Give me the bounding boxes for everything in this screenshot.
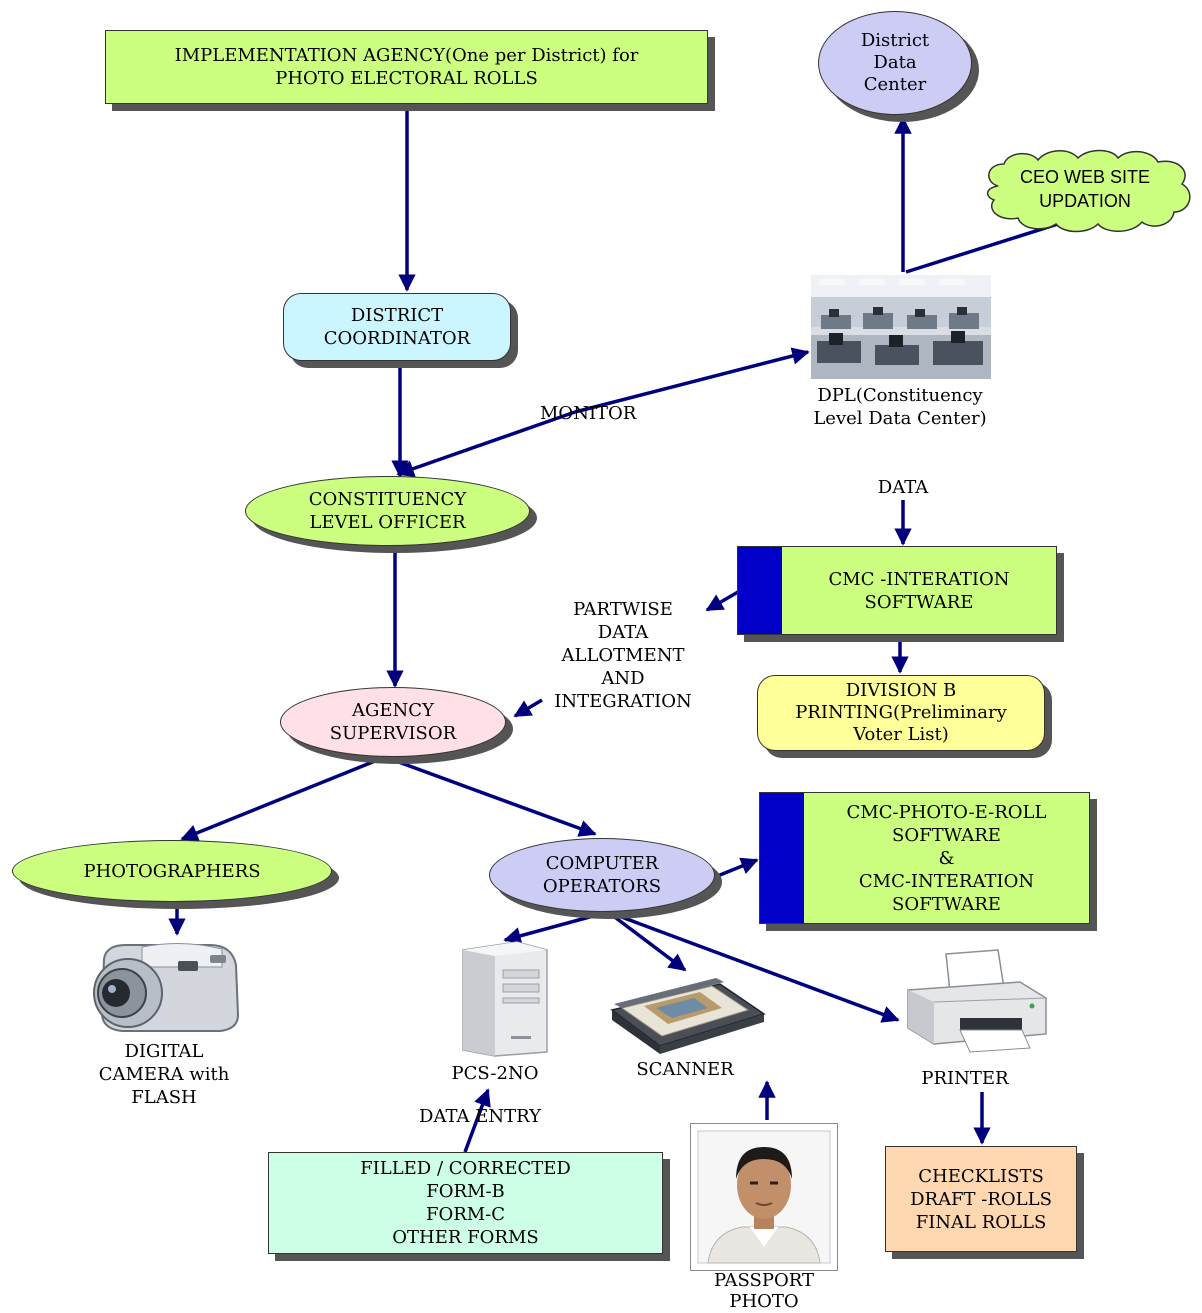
forms-box: FILLED / CORRECTED FORM-B FORM-C OTHER F… — [268, 1152, 663, 1254]
node-label: LEVEL OFFICER — [309, 512, 466, 533]
node-label: SOFTWARE — [864, 591, 974, 613]
photographers-ellipse: PHOTOGRAPHERS — [12, 840, 332, 902]
node-label: DIGITAL — [124, 1041, 204, 1062]
cmc-interation-box: CMC -INTERATION SOFTWARE — [737, 546, 1057, 635]
arrow-supervisor-to-operators — [384, 755, 597, 837]
arrow-monitor-to-officer — [396, 410, 576, 478]
arrow-monitor-to-dpl — [574, 347, 810, 414]
node-label: IMPLEMENTATION AGENCY(One per District) … — [174, 45, 639, 66]
arrow-operators-to-cmc-photo — [714, 857, 759, 879]
implementation-agency-box: IMPLEMENTATION AGENCY(One per District) … — [105, 30, 708, 104]
pc-tower-icon — [462, 941, 548, 1057]
arrow-operators-to-pcs — [503, 910, 609, 945]
digital-camera-icon — [93, 942, 240, 1032]
node-label: CMC-INTERATION — [858, 870, 1035, 892]
agency-supervisor-ellipse: AGENCY SUPERVISOR — [280, 687, 506, 757]
constituency-officer-ellipse: CONSTITUENCY LEVEL OFFICER — [245, 476, 530, 546]
node-label: Center — [863, 74, 927, 95]
label-line: AND — [601, 668, 645, 689]
label-line: INTEGRATION — [554, 691, 692, 712]
passport-photo-label: PASSPORT PHOTO — [690, 1270, 838, 1312]
passport-photo-image — [690, 1123, 838, 1271]
label-line: ALLOTMENT — [561, 645, 685, 666]
node-label: OPERATORS — [542, 876, 662, 897]
node-label: Voter List) — [853, 724, 949, 745]
node-label: FLASH — [131, 1087, 197, 1108]
node-label: CMC-PHOTO-E-ROLL — [846, 801, 1047, 823]
label-line: DATA — [597, 622, 649, 643]
node-label: SUPERVISOR — [329, 723, 457, 744]
node-label: CEO WEB SITE — [1019, 167, 1151, 187]
node-label: CONSTITUENCY — [308, 489, 467, 510]
node-label: FINAL ROLLS — [915, 1211, 1047, 1233]
arrow-cmc-to-partwise — [705, 590, 739, 612]
node-label: DISTRICT — [350, 305, 444, 326]
digital-camera-label: DIGITAL CAMERA with FLASH — [74, 1040, 254, 1109]
node-label: CHECKLISTS — [918, 1165, 1044, 1187]
node-label: PASSPORT — [714, 1270, 814, 1291]
checklists-box: CHECKLISTS DRAFT -ROLLS FINAL ROLLS — [885, 1146, 1077, 1252]
cmc-photo-e-roll-box: CMC-PHOTO-E-ROLL SOFTWARE & CMC-INTERATI… — [759, 792, 1090, 924]
node-label: FORM-C — [425, 1204, 506, 1225]
node-label: AGENCY — [352, 700, 434, 721]
node-label: PHOTO — [729, 1291, 799, 1312]
data-entry-label: DATA ENTRY — [419, 1106, 541, 1127]
arrow-partwise-to-supervisor — [513, 698, 543, 718]
node-label: SOFTWARE — [892, 824, 1001, 846]
node-label: DRAFT -ROLLS — [910, 1188, 1052, 1210]
node-label: UPDATION — [1039, 191, 1131, 211]
office-image — [811, 275, 991, 379]
scanner-icon — [610, 978, 766, 1054]
computer-operators-ellipse: COMPUTER OPERATORS — [489, 838, 715, 912]
node-label: Data — [873, 52, 917, 73]
node-label: FILLED / CORRECTED — [360, 1158, 571, 1179]
arrow-supervisor-to-photographers — [180, 755, 386, 842]
node-label: PHOTO ELECTORAL ROLLS — [275, 68, 538, 89]
ceo-web-site-text: CEO WEB SITE UPDATION — [985, 162, 1185, 216]
node-label: FORM-B — [426, 1181, 505, 1202]
label-line: PARTWISE — [573, 599, 673, 620]
node-label: COMPUTER — [545, 853, 659, 874]
node-label: District — [860, 30, 930, 51]
arrow-operators-to-printer — [607, 910, 900, 1023]
node-label: PHOTOGRAPHERS — [83, 860, 261, 882]
data-label: DATA — [877, 477, 929, 498]
pcs-label: PCS-2NO — [451, 1063, 539, 1084]
dpl-label: DPL(Constituency Level Data Center) — [805, 384, 995, 430]
node-label: & — [938, 847, 955, 869]
node-label: DPL(Constituency — [817, 385, 983, 406]
partwise-label: PARTWISE DATA ALLOTMENT AND INTEGRATION — [538, 598, 708, 713]
printer-label: PRINTER — [921, 1068, 1009, 1089]
ceo-web-site-cloud — [986, 149, 1191, 233]
arrow-forms-to-pcs — [463, 1088, 491, 1153]
node-label: PRINTING(Preliminary — [795, 702, 1007, 723]
node-label: Level Data Center) — [813, 408, 987, 429]
district-coordinator-box: DISTRICT COORDINATOR — [283, 293, 511, 361]
printer-icon — [907, 949, 1047, 1053]
node-label: CMC -INTERATION — [828, 568, 1010, 590]
arrow-operators-to-scanner — [606, 910, 687, 972]
node-label: SOFTWARE — [892, 893, 1001, 915]
division-b-box: DIVISION B PRINTING(Preliminary Voter Li… — [757, 675, 1045, 751]
node-label: COORDINATOR — [323, 328, 471, 349]
monitor-label: MONITOR — [540, 403, 637, 424]
blue-side-bar — [760, 793, 804, 923]
node-label: CAMERA with — [98, 1064, 230, 1085]
node-label: DIVISION B — [845, 680, 957, 701]
blue-side-bar — [738, 547, 782, 634]
node-label: OTHER FORMS — [392, 1227, 539, 1248]
scanner-label: SCANNER — [636, 1059, 734, 1080]
district-data-center-ellipse: District Data Center — [818, 11, 972, 115]
